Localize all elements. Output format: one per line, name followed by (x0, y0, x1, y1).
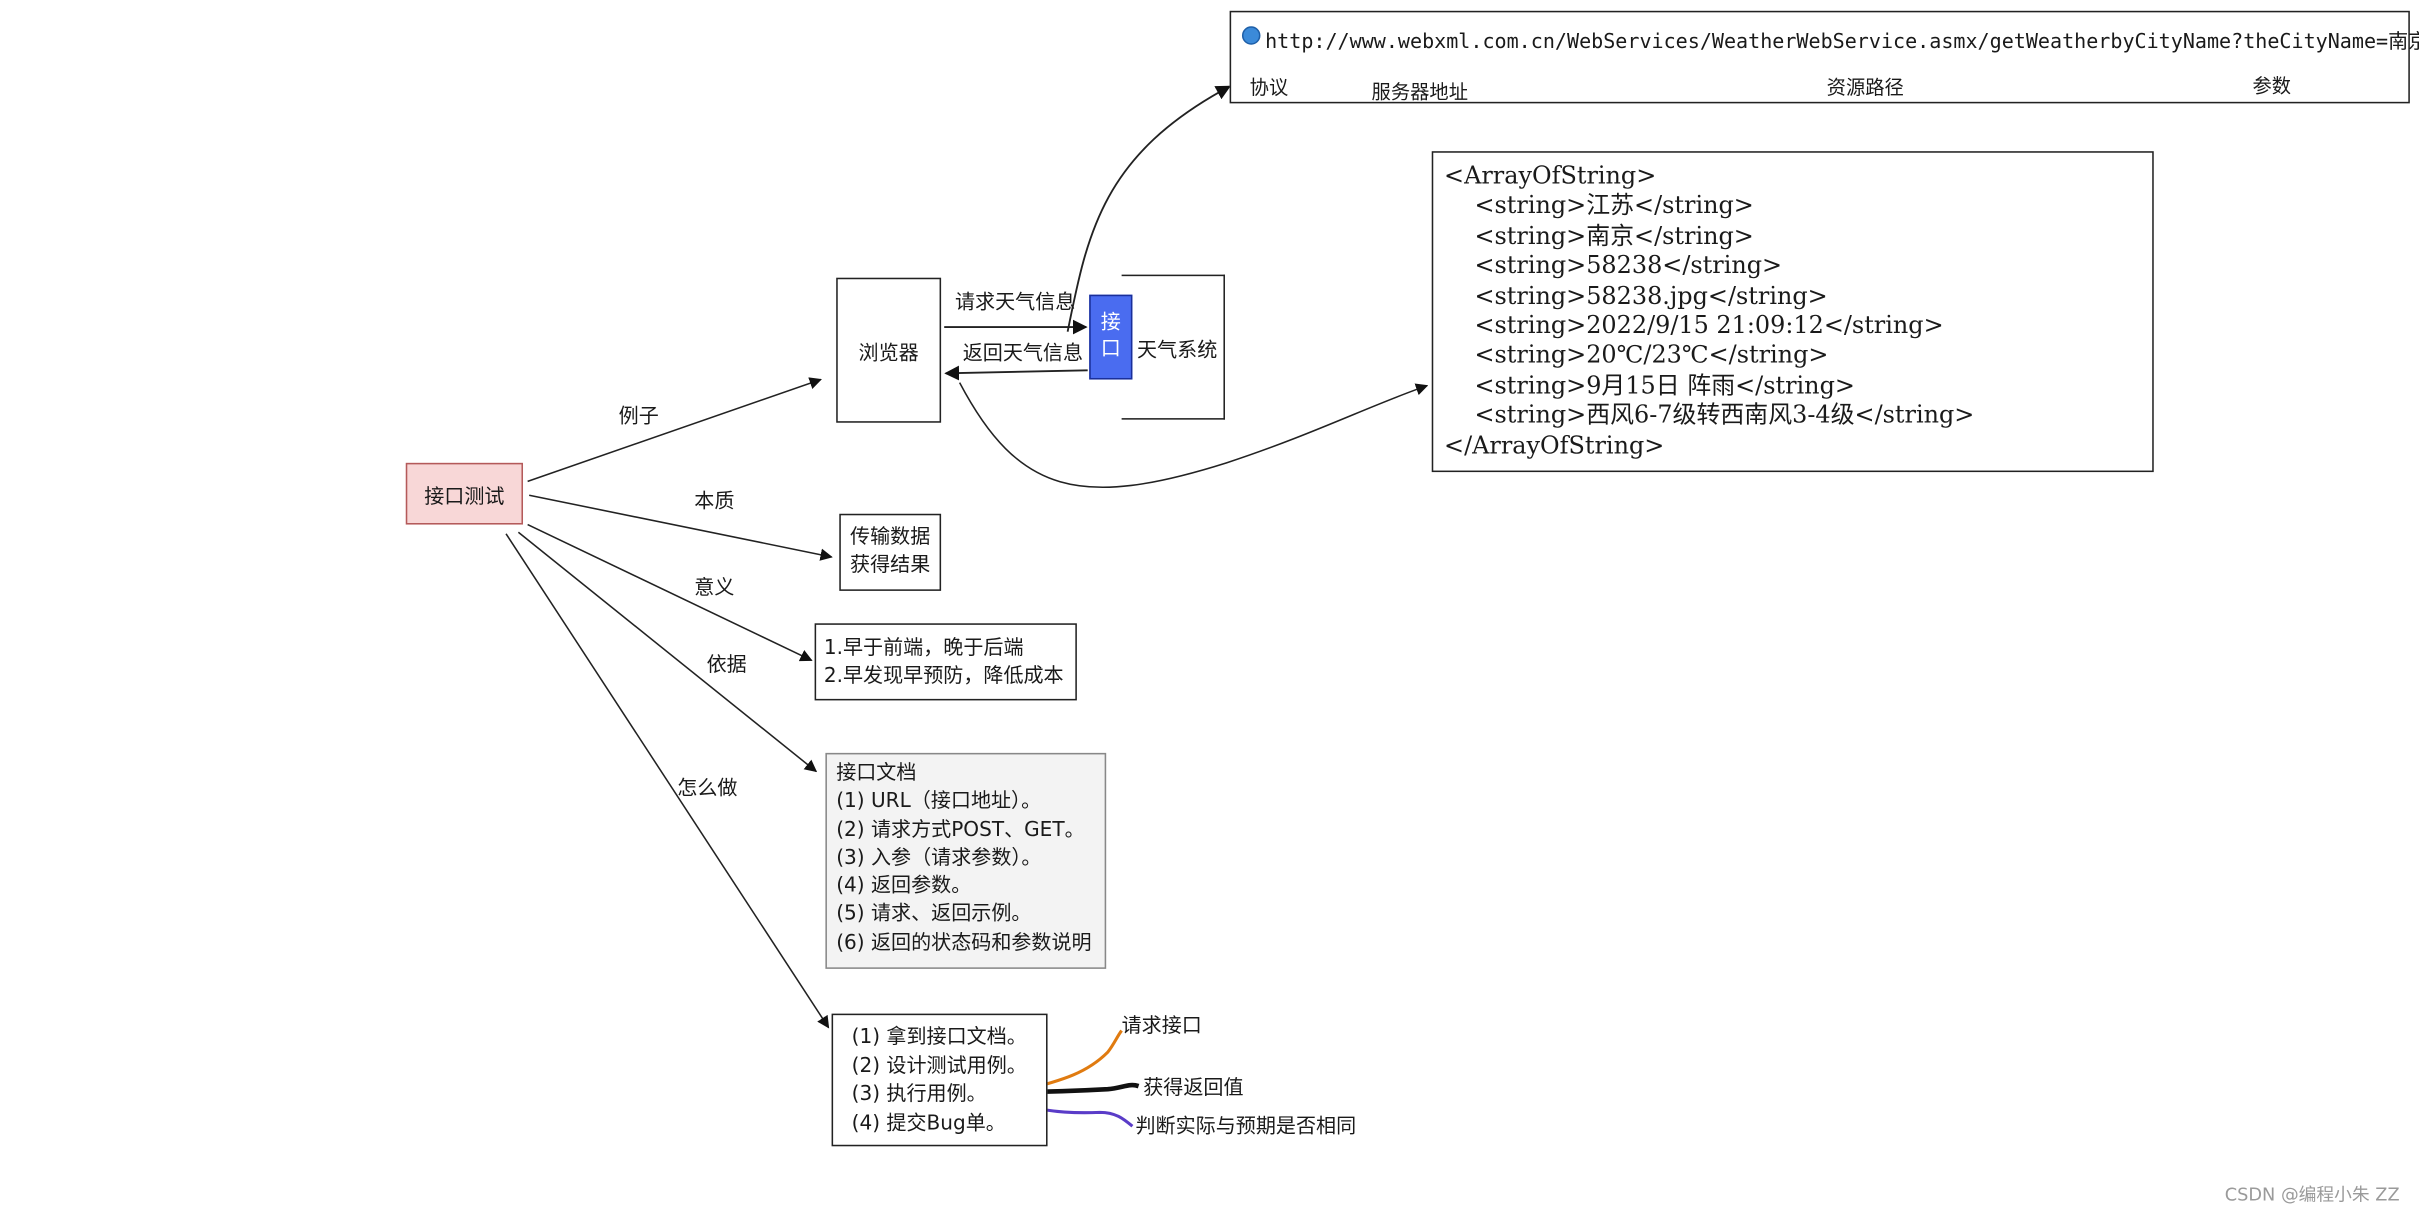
url-protocol: http (1265, 30, 1314, 54)
edge-meaning-arrow (527, 523, 813, 662)
url-curve-arrow (1066, 85, 1231, 332)
edge-label-meaning: 意义 (694, 577, 735, 601)
xml-line: <string>南京</string> (1444, 221, 1754, 250)
url-host: www.webxml.com.cn (1349, 30, 1555, 54)
url-text[interactable]: http://www.webxml.com.cn/WebServices/Wea… (1265, 25, 2419, 54)
xml-line: <string>58238.jpg</string> (1444, 281, 1828, 310)
interface-label: 接口 (1100, 311, 1121, 361)
doc-title: 接口文档 (836, 762, 917, 786)
doc-item: (3) 入参（请求参数）。 (836, 846, 1042, 870)
edge-essence-arrow (529, 494, 833, 561)
url-part-params: 参数 (2252, 74, 2292, 98)
essence-line: 传输数据 (850, 526, 931, 550)
doc-item: (5) 请求、返回示例。 (836, 903, 1032, 927)
doc-item: (2) 请求方式POST、GET。 (836, 818, 1085, 842)
browser-label: 浏览器 (858, 341, 919, 365)
doc-item: (1) URL（接口地址）。 (836, 790, 1042, 814)
xml-line: <ArrayOfString> (1444, 161, 1657, 190)
how-item: (2) 设计测试用例。 (851, 1054, 1027, 1078)
how-item: (1) 拿到接口文档。 (851, 1025, 1027, 1050)
how-to-node[interactable]: (1) 拿到接口文档。 (2) 设计测试用例。 (3) 执行用例。 (4) 提交… (831, 1013, 1048, 1147)
root-node[interactable]: 接口测试 (405, 462, 524, 525)
url-path: /WebServices/WeatherWebService.asmx/getW… (1554, 30, 2232, 54)
url-box: http://www.webxml.com.cn/WebServices/Wea… (1229, 10, 2419, 104)
essence-line: 获得结果 (850, 553, 931, 578)
browser-node[interactable]: 浏览器 (836, 277, 942, 423)
xml-line: </ArrayOfString> (1444, 431, 1665, 460)
meaning-line: 1.早于前端，晚于后端 (823, 637, 1024, 661)
xml-response-box: <ArrayOfString> <string>江苏</string> <str… (1431, 151, 2154, 473)
meaning-node[interactable]: 1.早于前端，晚于后端 2.早发现早预防，降低成本 (814, 623, 1077, 701)
globe-icon (1241, 26, 1261, 45)
url-part-path: 资源路径 (1826, 75, 1904, 99)
how-item: (4) 提交Bug单。 (851, 1111, 1006, 1135)
request-interface-line (1020, 1029, 1123, 1093)
interface-node[interactable]: 接口 (1089, 294, 1133, 380)
essence-node[interactable]: 传输数据 获得结果 (839, 513, 942, 591)
edge-example-arrow (527, 377, 822, 483)
url-query-mark: ? (2231, 30, 2244, 54)
xml-line: <string>20℃/23℃</string> (1444, 341, 1829, 370)
weather-system-label: 天气系统 (1137, 338, 1218, 362)
weather-system-node[interactable]: 天气系统 (1121, 274, 1225, 420)
meaning-line: 2.早发现早预防，降低成本 (823, 664, 1064, 689)
doc-item: (6) 返回的状态码和参数说明 (836, 931, 1092, 955)
root-label: 接口测试 (424, 485, 505, 509)
xml-line: <string>2022/9/15 21:09:12</string> (1444, 311, 1944, 340)
request-label: 请求天气信息 (954, 291, 1076, 315)
note-compare: 判断实际与预期是否相同 (1135, 1115, 1357, 1139)
interface-doc-node[interactable]: 接口文档 (1) URL（接口地址）。 (2) 请求方式POST、GET。 (3… (825, 752, 1107, 969)
xml-curve-arrow (958, 382, 1429, 488)
response-arrow (944, 365, 1088, 381)
watermark: CSDN @编程小朱 ZZ (2224, 1183, 2400, 1205)
url-separator: :// (1313, 30, 1350, 54)
edge-label-basis: 依据 (706, 654, 747, 678)
url-part-host: 服务器地址 (1371, 80, 1468, 104)
edge-how-arrow (505, 533, 830, 1029)
edge-basis-arrow (517, 531, 818, 773)
xml-line: <string>9月15日 阵雨</string> (1444, 371, 1855, 400)
edge-label-example: 例子 (618, 405, 659, 429)
xml-line: <string>西风6-7级转西南风3-4级</string> (1444, 401, 1975, 430)
how-item: (3) 执行用例。 (851, 1083, 987, 1107)
url-part-protocol: 协议 (1249, 75, 1289, 99)
note-request-interface: 请求接口 (1121, 1015, 1202, 1039)
doc-item: (4) 返回参数。 (836, 875, 972, 899)
url-query: theCityName=南京 (2243, 30, 2419, 54)
edge-label-how: 怎么做 (677, 777, 738, 801)
edge-label-essence: 本质 (694, 490, 735, 514)
xml-line: <string>58238</string> (1444, 251, 1783, 280)
xml-line: <string>江苏</string> (1444, 191, 1754, 220)
note-get-return: 获得返回值 (1143, 1076, 1244, 1101)
response-label: 返回天气信息 (962, 342, 1084, 366)
